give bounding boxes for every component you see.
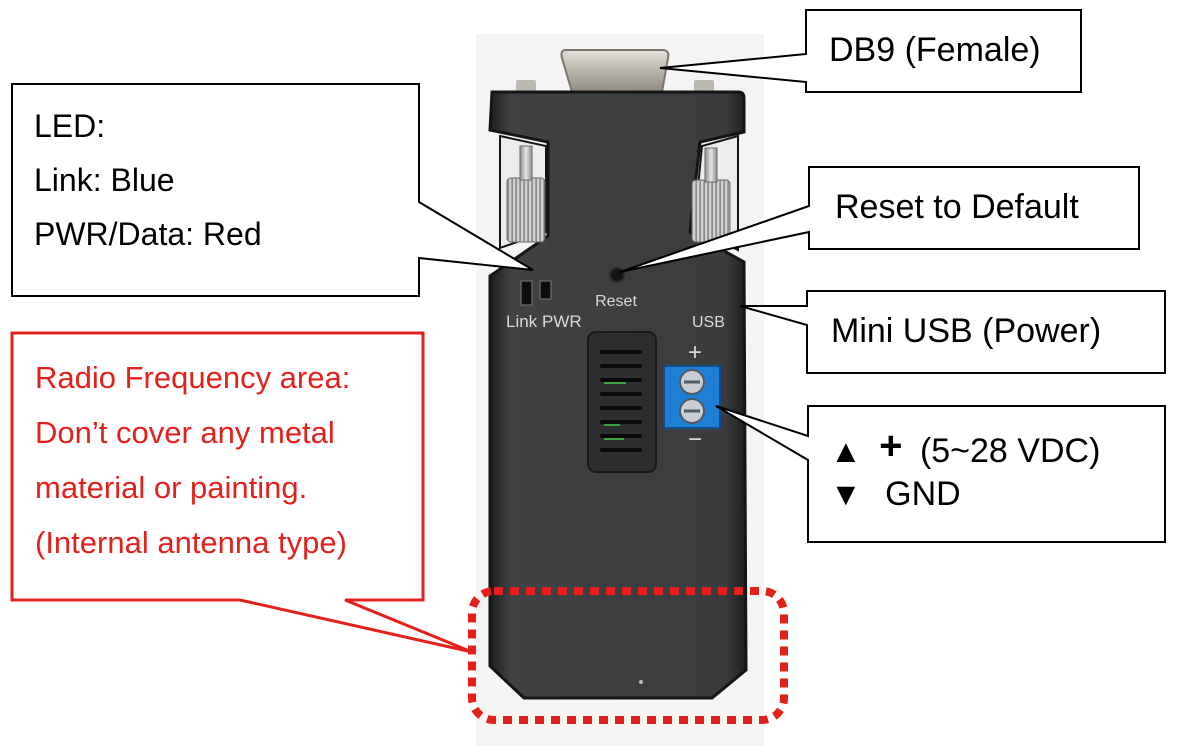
up-triangle-icon: ▲: [830, 433, 862, 469]
link-led-icon: [520, 280, 533, 306]
device-label-usb: USB: [692, 314, 725, 331]
rf-area-outline: [468, 587, 788, 724]
device-label-plus: +: [688, 339, 702, 366]
rf-label: Radio Frequency area: Don’t cover any me…: [35, 362, 415, 582]
led-line-link: Link: Blue: [34, 162, 175, 198]
vent-grille: [587, 331, 657, 473]
device-label-pwr: PWR: [542, 312, 582, 331]
usb-label: Mini USB (Power): [831, 312, 1102, 350]
reset-callout-box: [619, 166, 1140, 273]
led-line-pwr: PWR/Data: Red: [34, 216, 262, 252]
reset-label: Reset to Default: [835, 188, 1079, 226]
voltage-range: (5~28 VDC): [919, 432, 1101, 470]
reset-pinhole-icon: [609, 267, 625, 283]
pwr-led-icon: [539, 280, 552, 300]
terminal-block: [663, 365, 721, 429]
led-callout-box: [11, 83, 534, 297]
left-thumb-screw: [506, 145, 546, 243]
gnd-label: GND: [885, 475, 961, 513]
power-label: ▲ + (5~28 VDC) ▼ GND: [830, 425, 1160, 525]
right-thumb-screw: [691, 147, 731, 243]
db9-label: DB9 (Female): [829, 31, 1041, 69]
device-label-reset: Reset: [595, 293, 637, 310]
plus-sign: +: [879, 424, 903, 468]
rf-callout-box: [10, 331, 473, 654]
bottom-dot: [639, 680, 643, 684]
usb-callout-box: [739, 290, 1166, 374]
led-label: LED: Link: Blue PWR/Data: Red: [34, 110, 414, 270]
down-triangle-icon: ▼: [830, 476, 862, 512]
power-callout-box: [715, 405, 1166, 543]
device-label-minus: −: [688, 426, 702, 453]
rf-line-4: (Internal antenna type): [35, 525, 347, 560]
device-label-link: Link: [506, 312, 538, 331]
led-line-title: LED:: [34, 108, 106, 144]
rf-line-2: Don’t cover any metal: [35, 415, 335, 450]
db9-callout-box: [659, 9, 1082, 93]
rf-line-1: Radio Frequency area:: [35, 360, 351, 395]
rf-line-3: material or painting.: [35, 470, 308, 505]
